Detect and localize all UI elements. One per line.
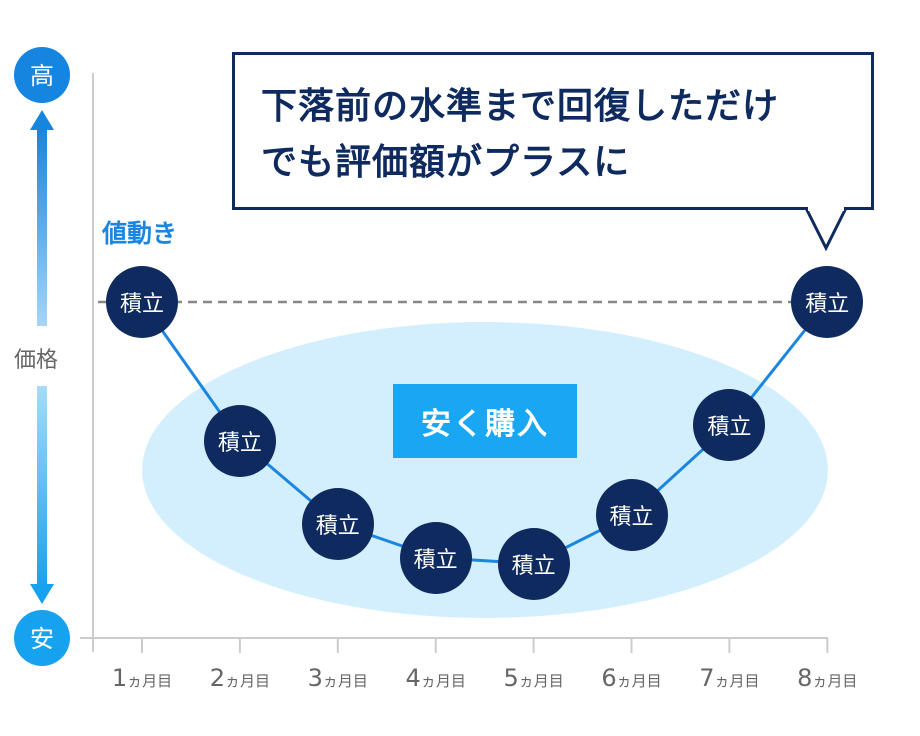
callout-line-2: でも評価額がプラスに [261, 142, 631, 183]
month-number: 2 [209, 664, 226, 692]
trend-label: 値動き [102, 219, 178, 248]
purchase-point: 積立 [497, 527, 570, 600]
purchase-point: 積立 [693, 389, 766, 462]
low-label: 安 [30, 625, 54, 653]
purchase-point: 積立 [399, 521, 472, 594]
purchase-point: 積立 [595, 478, 668, 551]
month-unit: ヵ月目 [322, 672, 368, 690]
high-label: 高 [30, 62, 54, 90]
low-badge [14, 610, 70, 666]
month-unit: ヵ月目 [225, 672, 271, 690]
x-tick-label: 7ヵ月目 [680, 664, 778, 692]
buy-cheap-label: 安く購入 [393, 384, 577, 458]
x-tick-label: 6ヵ月目 [583, 664, 681, 692]
arrow-up-head [30, 110, 54, 130]
purchase-point: 積立 [106, 266, 178, 338]
month-unit: ヵ月目 [812, 672, 858, 690]
x-tick-label: 3ヵ月目 [289, 664, 387, 692]
x-tick-label: 4ヵ月目 [387, 664, 485, 692]
month-number: 1 [111, 664, 128, 692]
x-tick-label: 5ヵ月目 [485, 664, 583, 692]
callout-box: 下落前の水準まで回復しただけ でも評価額がプラスに [232, 52, 874, 210]
price-axis-label: 価格 [14, 348, 59, 373]
month-number: 4 [405, 664, 421, 692]
purchase-point: 積立 [203, 404, 276, 477]
month-number: 3 [307, 664, 323, 692]
arrow-down-head [30, 584, 54, 604]
x-tick-label: 1ヵ月目 [93, 664, 191, 692]
callout-tail [803, 206, 849, 252]
month-number: 6 [601, 664, 617, 692]
purchase-point: 積立 [301, 487, 374, 560]
callout-line-1: 下落前の水準まで回復しただけ [261, 86, 780, 127]
arrow-up-shaft [37, 128, 47, 326]
month-unit: ヵ月目 [616, 672, 662, 690]
x-tick-label: 8ヵ月目 [778, 664, 876, 692]
month-unit: ヵ月目 [127, 672, 173, 690]
month-unit: ヵ月目 [518, 672, 564, 690]
month-unit: ヵ月目 [420, 672, 466, 690]
month-number: 7 [699, 664, 715, 692]
high-badge [14, 47, 70, 103]
month-unit: ヵ月目 [714, 672, 760, 690]
month-number: 5 [503, 664, 519, 692]
purchase-point: 積立 [791, 266, 864, 338]
arrow-down-shaft [37, 386, 47, 586]
month-number: 8 [797, 664, 813, 692]
x-tick-label: 2ヵ月目 [191, 664, 289, 692]
callout-tail-mask [808, 205, 844, 211]
